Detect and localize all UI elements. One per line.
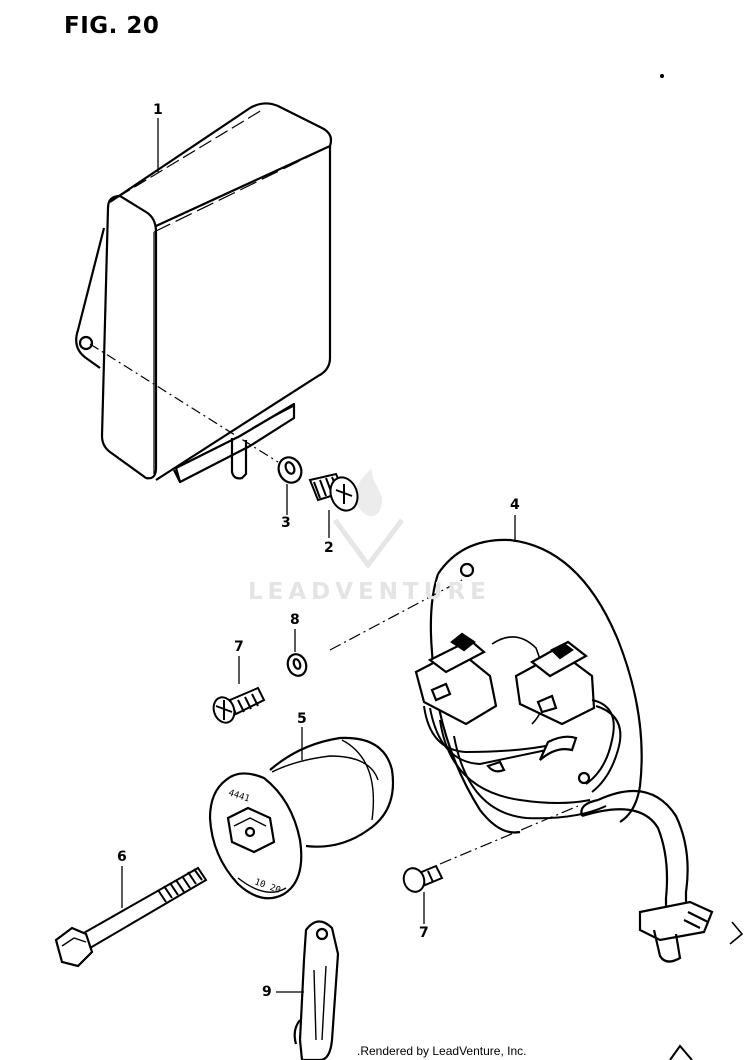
callout-7-lower: 7 xyxy=(419,925,429,941)
corner-arrow-mark xyxy=(669,1044,693,1060)
callout-9: 9 xyxy=(262,984,272,1000)
watermark-text: LEADVENTURE xyxy=(248,579,491,605)
callout-7-upper: 7 xyxy=(234,639,244,655)
leader-part-8 xyxy=(329,579,463,651)
part-9-bracket xyxy=(293,920,340,1060)
part-8-washer xyxy=(286,653,308,677)
part-7-screw-upper xyxy=(212,686,266,724)
watermark-logo xyxy=(332,468,404,570)
part-4-stator-plate xyxy=(414,538,714,963)
callout-6: 6 xyxy=(117,849,127,865)
part-3-washer xyxy=(277,456,303,484)
callout-2: 2 xyxy=(324,540,334,556)
callout-4: 4 xyxy=(510,497,520,513)
part-2-screw xyxy=(308,472,359,512)
part-5-ignition-coil xyxy=(208,736,394,900)
callout-3: 3 xyxy=(281,515,291,531)
callout-1: 1 xyxy=(153,102,163,118)
leader-part-7-lower xyxy=(439,805,579,865)
callout-5: 5 xyxy=(297,711,307,727)
edge-arrow-mark xyxy=(729,921,744,945)
part-1-cdi-unit xyxy=(75,102,333,484)
callout-8: 8 xyxy=(290,612,300,628)
stray-dot xyxy=(660,74,664,78)
leader-part-1 xyxy=(89,343,279,463)
part-7-screw-lower xyxy=(402,864,444,893)
figure-title: FIG. 20 xyxy=(64,13,160,39)
footer-credit: .Rendered by LeadVenture, Inc. xyxy=(357,1044,527,1058)
part-6-bolt xyxy=(54,866,208,968)
